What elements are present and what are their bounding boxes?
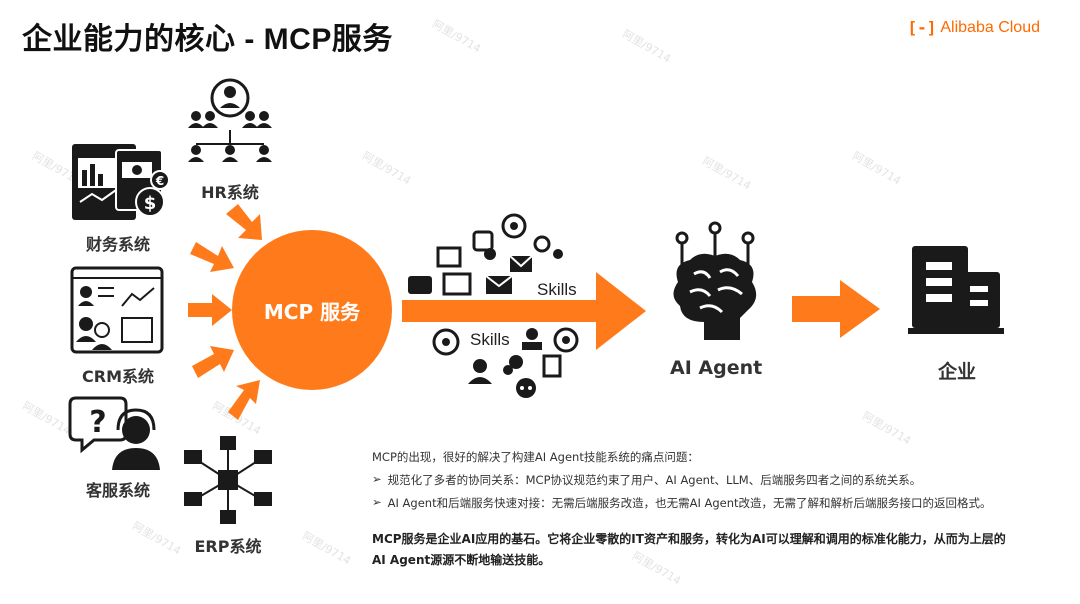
- erp-system-label: ERP系统: [194, 537, 262, 556]
- svg-text:$: $: [144, 193, 157, 214]
- customer-service-system: ? 客服系统: [66, 394, 170, 501]
- finance-system: $ € 财务系统: [66, 140, 170, 255]
- crm-system: CRM系统: [66, 266, 170, 387]
- notes-bullet-2: ➢ AI Agent和后端服务快速对接：无需后端服务改造，也无需AI Agent…: [372, 495, 1052, 511]
- notes-bullet-text: 规范化了多者的协同关系：MCP协议规范约束了用户、AI Agent、LLM、后端…: [387, 473, 922, 487]
- arrow-from-erp: [228, 380, 260, 420]
- skills-icons-bottom: [432, 327, 579, 398]
- settings-card-icon: [472, 230, 494, 252]
- refresh-icon: [432, 328, 460, 356]
- notes-intro: MCP的出现，很好的解决了构建AI Agent技能系统的痛点问题：: [372, 450, 699, 464]
- arrow-from-service: [192, 346, 234, 378]
- enterprise-building-icon: [908, 246, 1004, 334]
- mcp-service-label: MCP 服务: [263, 299, 361, 324]
- arrow-from-hr: [226, 204, 262, 240]
- agent-to-enterprise-arrow: [792, 280, 880, 338]
- page-title: 企业能力的核心 - MCP服务: [22, 23, 393, 56]
- notes-summary: MCP服务是企业AI应用的基石。它将企业零散的IT资产和服务，转化为AI可以理解…: [372, 529, 1052, 571]
- crm-dashboard-icon: [70, 266, 164, 354]
- bullet-arrow-icon: ➢: [372, 472, 382, 486]
- notes-bullet-text: AI Agent和后端服务快速对接：无需后端服务改造，也无需AI Agent改造…: [387, 496, 992, 510]
- crm-system-label: CRM系统: [82, 367, 154, 386]
- ai-agent-brain-icon: [673, 221, 757, 340]
- wallet-icon: [408, 276, 432, 294]
- hr-system: HR系统: [182, 76, 278, 203]
- finance-report-icon: $ €: [72, 144, 170, 220]
- hr-system-label: HR系统: [201, 183, 259, 202]
- svg-text:?: ?: [89, 405, 106, 440]
- erp-system: ERP系统: [180, 434, 276, 557]
- summary-line-2: AI Agent源源不断地输送技能。: [372, 553, 551, 567]
- customer-service-label: 客服系统: [85, 481, 150, 500]
- skills-label-top: Skills: [537, 280, 577, 299]
- skills-icons-top: [408, 213, 563, 296]
- arrow-from-finance: [190, 242, 234, 272]
- mcp-to-agent-arrow: [402, 272, 646, 350]
- person-icon: [473, 359, 487, 373]
- share-icon: [533, 235, 551, 253]
- enterprise-label: 企业: [938, 361, 977, 383]
- gear-icon: [509, 355, 523, 369]
- ai-agent-label: AI Agent: [670, 357, 763, 379]
- erp-network-icon: [184, 436, 272, 524]
- bullet-arrow-icon: ➢: [372, 495, 382, 509]
- user-card-icon: [526, 328, 538, 340]
- logo-text: Alibaba Cloud: [940, 18, 1040, 36]
- alibaba-logo-icon: [-]: [907, 18, 937, 37]
- summary-line-1: MCP服务是企业AI应用的基石。它将企业零散的IT资产和服务，转化为AI可以理解…: [372, 532, 1006, 546]
- org-chart-icon: [188, 78, 272, 162]
- target-icon: [501, 213, 527, 239]
- svg-text:€: €: [155, 174, 164, 188]
- finance-system-label: 财务系统: [85, 235, 150, 254]
- alibaba-cloud-logo: [-] Alibaba Cloud: [907, 18, 1040, 37]
- chart-circle-icon: [553, 327, 579, 353]
- picture-icon: [436, 246, 462, 268]
- robot-icon: [516, 378, 536, 398]
- notes-bullet-1: ➢ 规范化了多者的协同关系：MCP协议规范约束了用户、AI Agent、LLM、…: [372, 472, 1052, 488]
- monitor-icon: [442, 272, 472, 296]
- arrow-from-crm: [188, 294, 232, 326]
- skills-label-bottom: Skills: [470, 330, 510, 349]
- document-search-icon: [542, 354, 562, 378]
- notes-section: MCP的出现，很好的解决了构建AI Agent技能系统的痛点问题： ➢ 规范化了…: [372, 449, 1052, 571]
- customer-service-icon: ?: [68, 396, 160, 470]
- mcp-service-node: MCP 服务: [232, 230, 392, 390]
